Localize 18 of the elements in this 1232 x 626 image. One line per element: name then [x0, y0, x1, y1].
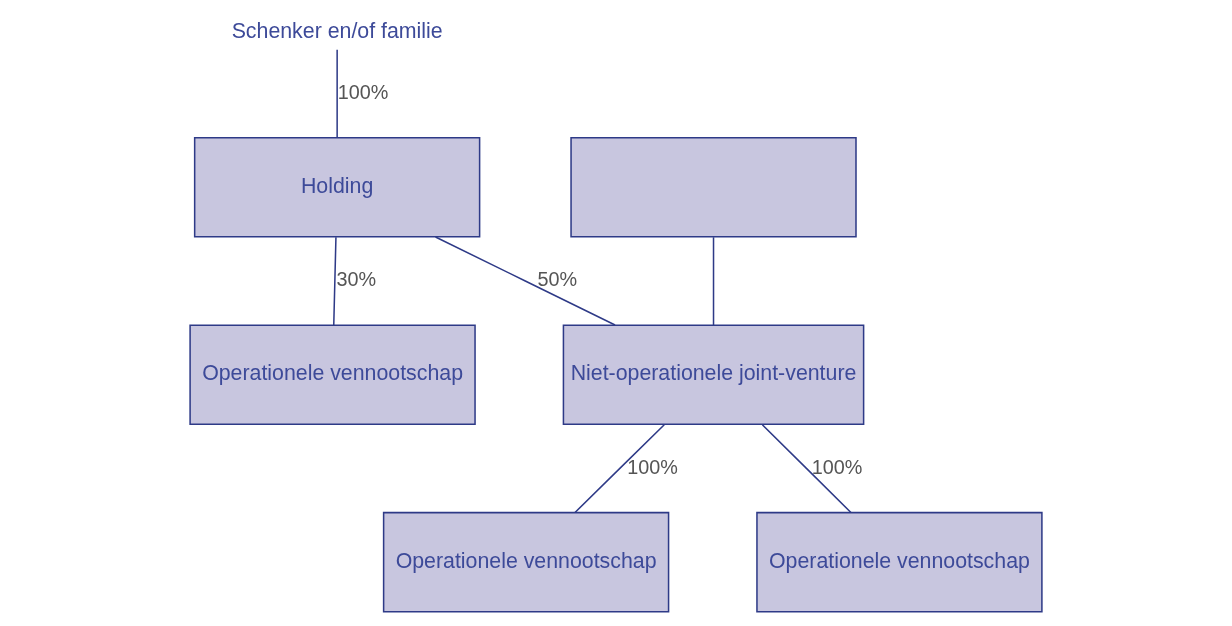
edge-label: 100% [337, 80, 389, 103]
connector [574, 423, 666, 514]
node-box [570, 137, 857, 238]
connector [434, 236, 616, 326]
edge-label: 50% [537, 268, 578, 291]
node-box: Holding [193, 137, 481, 238]
edge-label: 100% [811, 455, 863, 478]
edge-label: 100% [627, 455, 678, 478]
node-box: Operationele vennootschap [756, 511, 1043, 613]
node-box: Operationele vennootschap [189, 324, 476, 425]
connector [761, 423, 852, 514]
connector [333, 236, 337, 326]
node-box: Operationele vennootschap [382, 511, 670, 613]
node-box: Niet-operationele joint-venture [562, 324, 865, 425]
edge-label: 30% [336, 268, 376, 291]
connector [336, 48, 338, 138]
connector [712, 236, 715, 326]
node-text: Schenker en/of familie [231, 18, 443, 43]
